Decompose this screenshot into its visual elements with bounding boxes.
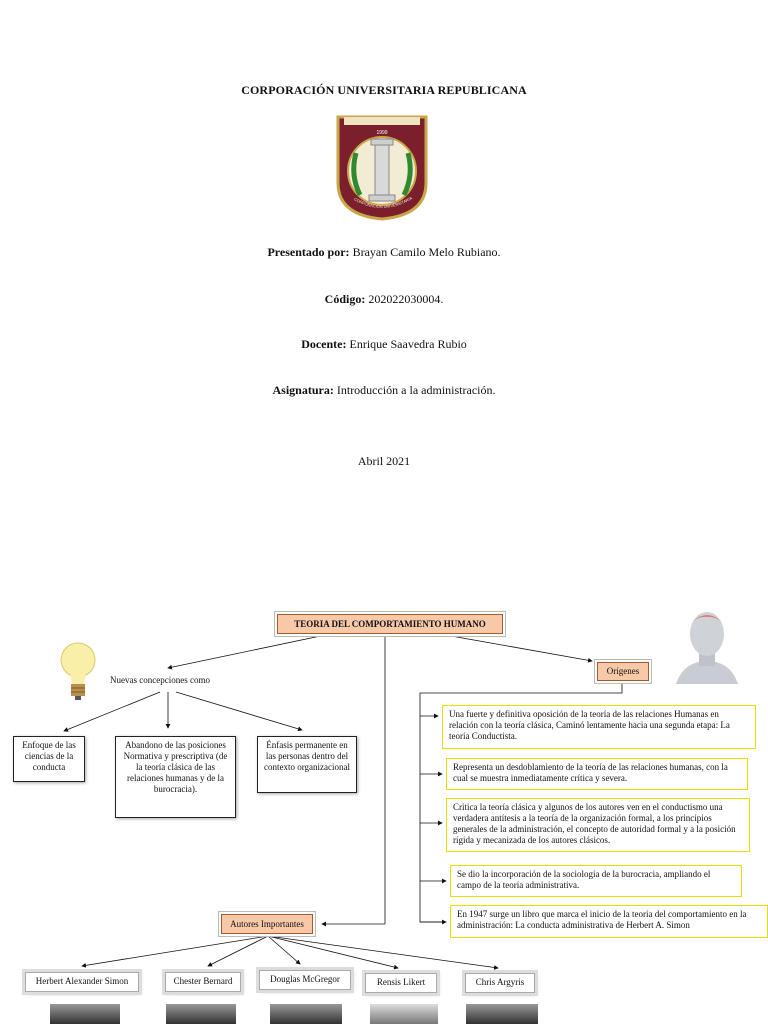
author-chester-bernard: Chester Bernard <box>165 972 241 992</box>
new-conceptions-label: Nuevas concepciones como <box>110 675 210 685</box>
author-photo <box>466 1004 538 1024</box>
author-photo <box>50 1004 120 1024</box>
author-douglas-mcgregor: Douglas McGregor <box>259 970 351 990</box>
light-bulb-icon <box>60 642 96 700</box>
origin-item: Critica la teoría clásica y algunos de l… <box>446 798 750 852</box>
author-herbert-simon: Herbert Alexander Simon <box>25 972 139 992</box>
author-chris-argyris: Chris Argyris <box>465 973 535 993</box>
author-photo <box>166 1004 236 1024</box>
university-seal-logo: 1999 CORPORACIÓN UNIVERSITARIA REPUBLICA… <box>330 113 428 221</box>
origin-item: En 1947 surge un libro que marca el inic… <box>450 905 768 938</box>
presented-by-line: Presentado por: Brayan Camilo Melo Rubia… <box>267 245 501 259</box>
human-head-icon <box>676 612 738 684</box>
concept-box-normative-abandon: Abandono de las posiciones Normativa y p… <box>115 736 236 818</box>
svg-text:1999: 1999 <box>376 130 387 136</box>
author-photo <box>270 1004 342 1024</box>
concept-box-behavioral-sciences: Enfoque de las ciencias de la conducta <box>13 736 85 782</box>
authors-label: Autores Importantes <box>221 914 313 934</box>
origin-item: Se dio la incorporación de la sociología… <box>450 865 742 897</box>
author-rensis-likert: Rensis Likert <box>365 973 437 993</box>
teacher-line: Docente: Enrique Saavedra Rubio <box>301 337 467 351</box>
origin-item: Una fuerte y definitiva oposición de la … <box>442 705 756 749</box>
institution-title: CORPORACIÓN UNIVERSITARIA REPUBLICANA <box>241 83 527 97</box>
code-line: Código: 202022030004. <box>324 292 444 306</box>
map-title: TEORIA DEL COMPORTAMIENTO HUMANO <box>277 614 503 634</box>
subject-line: Asignatura: Introducción a la administra… <box>272 383 496 397</box>
origin-item: Representa un desdoblamiento de la teorí… <box>446 758 748 790</box>
concept-box-people-emphasis: Énfasis permanente en las personas dentr… <box>257 736 357 793</box>
origins-label: Orígenes <box>597 662 649 681</box>
date-line: Abril 2021 <box>357 454 411 468</box>
author-photo <box>370 1004 438 1024</box>
